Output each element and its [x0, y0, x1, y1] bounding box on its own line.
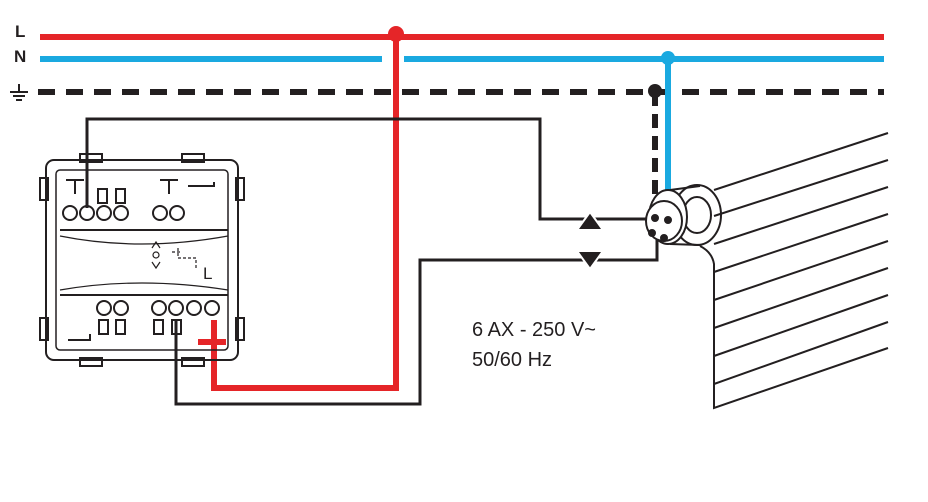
rating-voltage: 6 AX - 250 V~ — [472, 319, 596, 341]
roller-shutter — [645, 132, 889, 410]
line-feed-wire — [211, 37, 399, 391]
neutral-label: N — [14, 47, 27, 66]
motor-head-icon — [648, 214, 672, 242]
switch-line-terminal — [198, 320, 226, 345]
line-junction — [388, 26, 404, 42]
earth-icon — [10, 84, 28, 101]
down-control-wire — [174, 236, 659, 406]
up-control-wire — [85, 117, 648, 221]
line-label: L — [15, 22, 26, 41]
neutral-junction — [661, 51, 675, 65]
rating-frequency: 50/60 Hz — [472, 349, 553, 371]
down-arrow-icon — [575, 250, 605, 271]
earth-junction — [648, 84, 662, 98]
up-arrow-icon — [575, 210, 605, 231]
shutter-switch — [39, 153, 245, 367]
switch-terminal-label: L — [203, 264, 213, 283]
